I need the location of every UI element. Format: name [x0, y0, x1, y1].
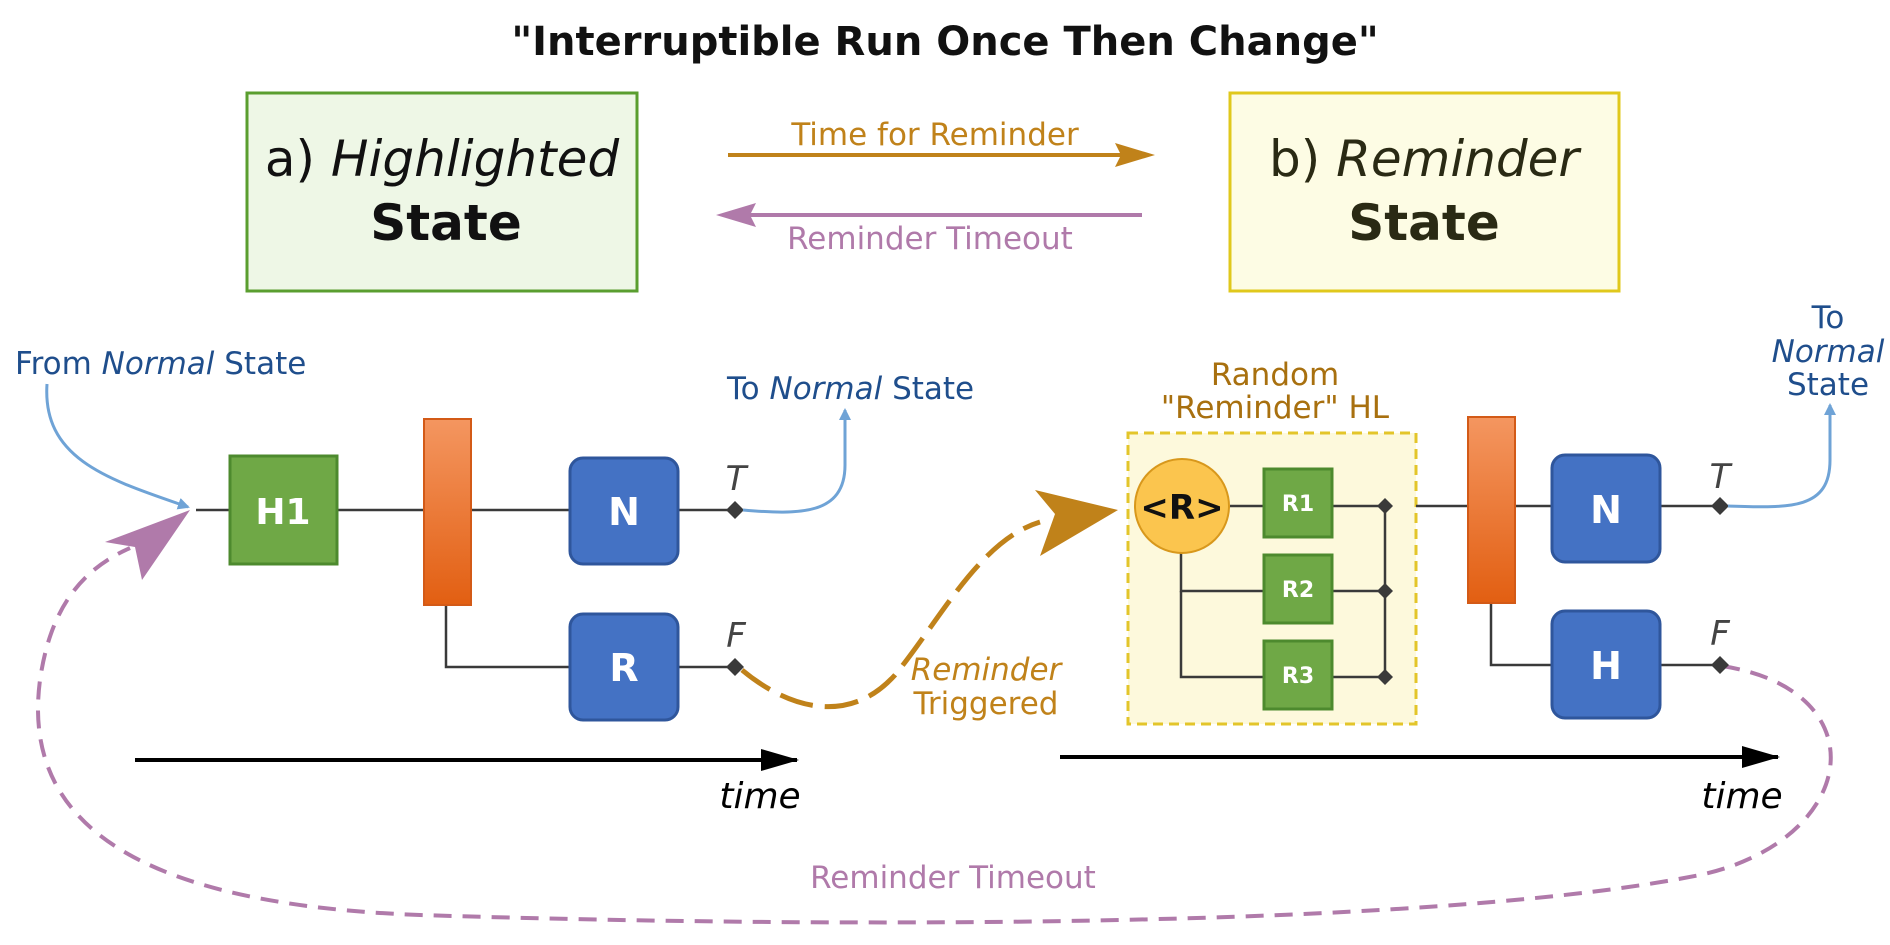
diagram-title: "Interruptible Run Once Then Change" — [511, 19, 1378, 65]
from-label-post: State — [214, 346, 306, 382]
reminder-state-word: State — [1348, 194, 1499, 252]
random-group-title-line1: Random — [1211, 357, 1339, 393]
r2-node: R2 — [1262, 553, 1334, 625]
gold-arrowhead-icon — [1115, 143, 1155, 167]
left-flow: From Normal State H1 N R T F — [15, 346, 974, 817]
h1-node-label: H1 — [255, 492, 310, 533]
random-selector-node: <R> — [1134, 458, 1230, 554]
left-time-label: time — [719, 776, 800, 817]
r3-node-label: R3 — [1282, 664, 1314, 689]
left-to-label-em: Normal — [770, 371, 883, 407]
right-true-label: T — [1710, 457, 1733, 497]
left-r-node-label: R — [609, 646, 638, 690]
reminder-state-box: b) Reminder State — [1228, 91, 1621, 293]
left-n-node: N — [568, 456, 680, 566]
trigger-arrowhead-icon — [1035, 490, 1118, 556]
right-false-label: F — [1710, 614, 1730, 654]
right-to-label-line3: State — [1787, 367, 1869, 403]
highlighted-state-box: a) Highlighted State — [245, 91, 639, 293]
reminder-timeout-transition: Reminder Timeout — [716, 203, 1142, 257]
right-to-label-line2: Normal — [1772, 334, 1885, 370]
reminder-state-name: Reminder — [1336, 130, 1582, 188]
reminder-triggered-connector: Reminder Triggered — [740, 490, 1118, 722]
reminder-timeout-label: Reminder Timeout — [787, 221, 1073, 257]
time-for-reminder-transition: Time for Reminder — [728, 117, 1155, 167]
left-true-diamond-icon — [726, 501, 744, 519]
r1-node: R1 — [1262, 467, 1334, 539]
right-flow: N H T F To Normal State time — [1060, 300, 1885, 817]
right-time-label: time — [1701, 776, 1782, 817]
r2-node-label: R2 — [1282, 578, 1314, 603]
bottom-loop-label: Reminder Timeout — [810, 860, 1096, 896]
left-true-label: T — [726, 459, 749, 499]
highlighted-state-prefix: a) — [265, 130, 331, 188]
left-orange-selector-bar — [423, 418, 472, 606]
from-normal-state-label: From Normal State — [15, 346, 306, 382]
right-h-node-label: H — [1590, 644, 1622, 688]
random-selector-label: <R> — [1140, 488, 1223, 528]
loop-arrowhead-icon — [105, 510, 190, 580]
right-true-diamond-icon — [1711, 497, 1729, 515]
left-false-diamond-icon — [726, 658, 744, 676]
r3-node: R3 — [1262, 639, 1334, 711]
reminder-state-prefix: b) — [1269, 130, 1336, 188]
from-label-em: Normal — [102, 346, 215, 382]
reminder-triggered-line1: Reminder — [911, 652, 1064, 688]
left-to-normal-label: To Normal State — [726, 371, 974, 407]
left-to-label-post: State — [882, 371, 974, 407]
right-n-node: N — [1550, 453, 1662, 564]
from-normal-arrow — [45, 383, 190, 510]
random-reminder-group: Random "Reminder" HL <R> R1 R2 R3 — [1126, 357, 1418, 726]
highlighted-state-word: State — [370, 194, 521, 252]
right-false-diamond-icon — [1711, 656, 1729, 674]
left-to-label-pre: To — [726, 371, 770, 407]
left-r-node: R — [568, 612, 680, 722]
left-n-node-label: N — [608, 490, 640, 534]
time-for-reminder-label: Time for Reminder — [790, 117, 1079, 153]
r1-node-label: R1 — [1282, 492, 1314, 517]
left-to-normal-arrow — [742, 408, 851, 514]
junction-r3-icon — [1377, 669, 1393, 685]
highlighted-state-name: Highlighted — [331, 130, 619, 188]
junction-r2-icon — [1377, 583, 1393, 599]
highlighted-state-heading: a) Highlighted — [265, 130, 620, 188]
reminder-triggered-line2: Triggered — [913, 686, 1059, 722]
right-to-label-line1: To — [1811, 300, 1845, 336]
h1-node: H1 — [228, 454, 339, 566]
right-h-node: H — [1550, 609, 1662, 720]
from-label-pre: From — [15, 346, 102, 382]
right-orange-selector-bar — [1467, 416, 1516, 604]
right-n-node-label: N — [1590, 488, 1622, 532]
random-group-title-line2: "Reminder" HL — [1161, 390, 1390, 426]
junction-r1-icon — [1377, 498, 1393, 514]
reminder-state-heading: b) Reminder — [1269, 130, 1582, 188]
bottom-timeout-loop: Reminder Timeout — [36, 510, 1833, 925]
right-to-normal-arrow — [1727, 403, 1836, 509]
purple-arrowhead-icon — [716, 203, 756, 227]
left-false-label: F — [726, 616, 746, 656]
